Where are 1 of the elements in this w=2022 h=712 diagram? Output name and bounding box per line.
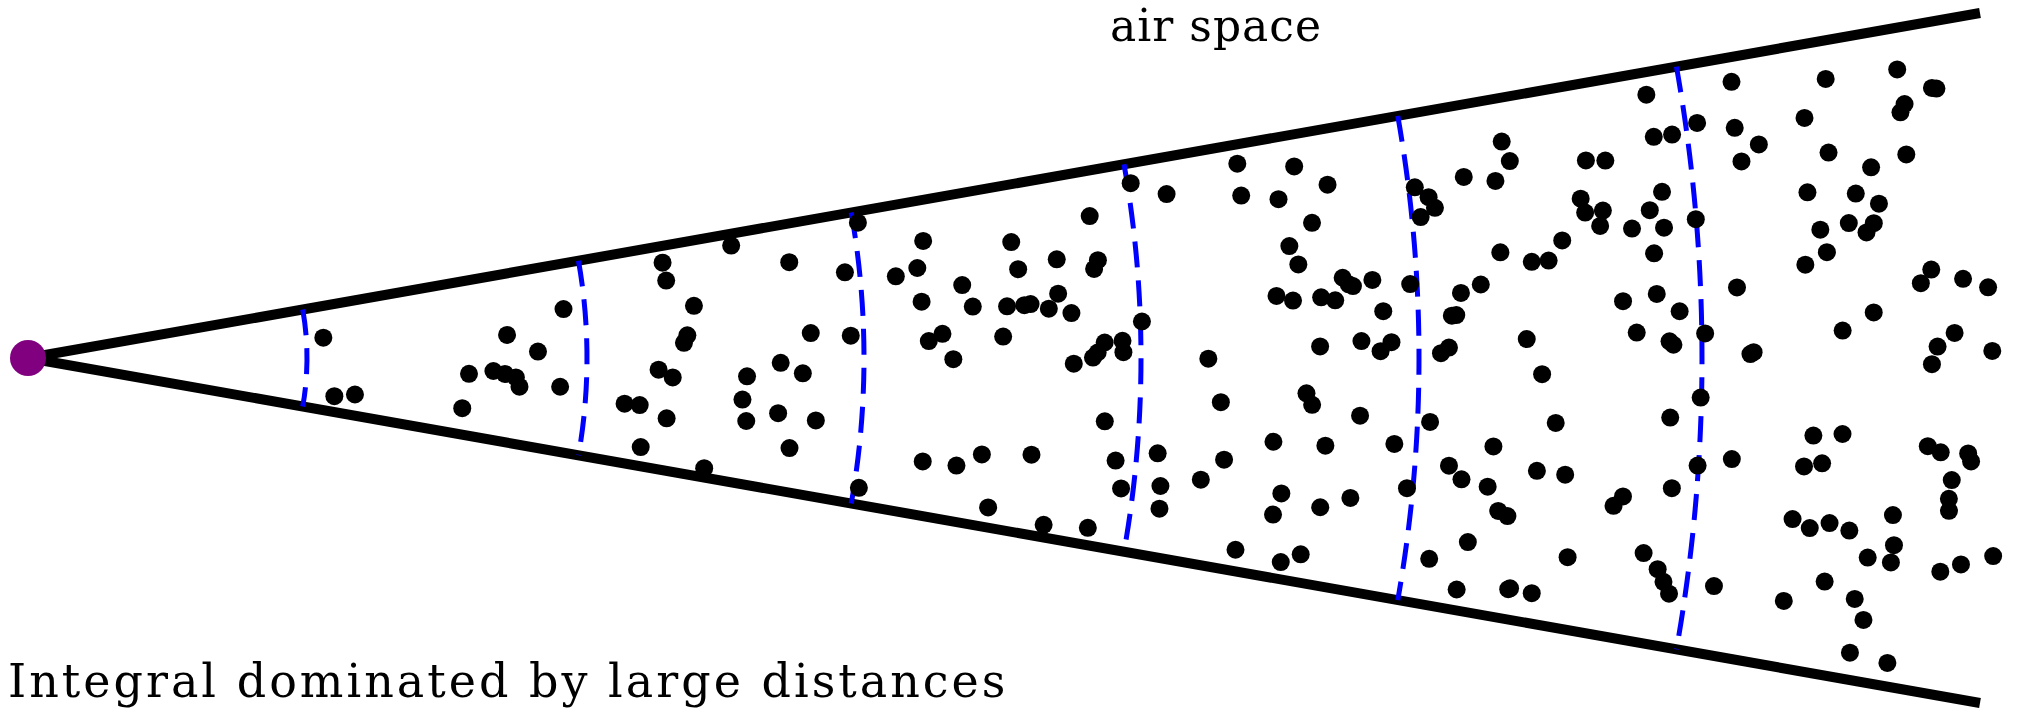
caption-text: air space [1110,4,1322,48]
